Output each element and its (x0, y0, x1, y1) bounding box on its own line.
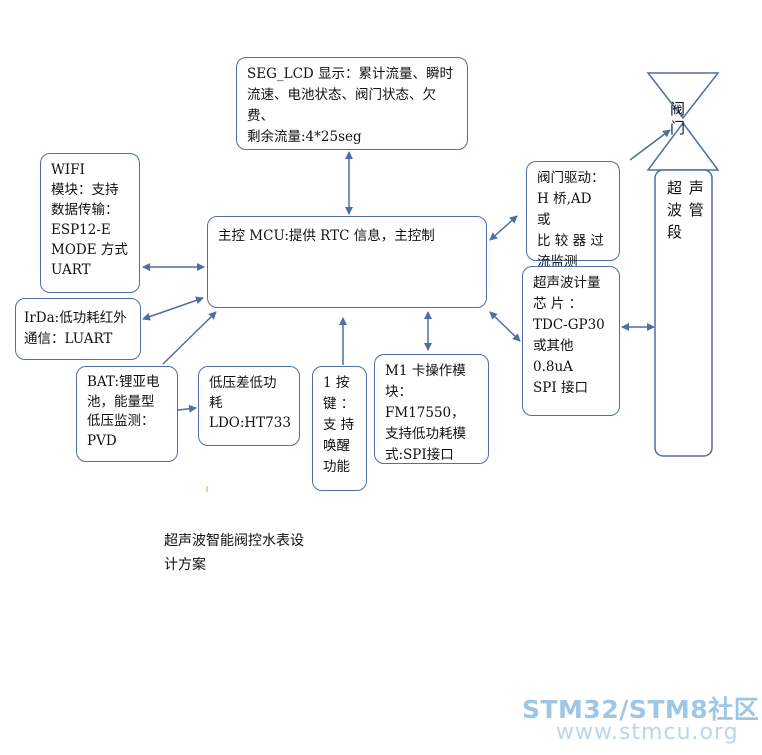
arrow-drive-valve (629, 129, 671, 161)
watermark-url: www.stmcu.org (556, 720, 739, 745)
valve-drive-box: 阀门驱动： H 桥,AD 或 比 较 器 过 流监测 (526, 161, 620, 270)
arrow-bat-mcu (162, 311, 217, 365)
ultrasonic-chip-box: 超声波计量 芯 片 ： TDC-GP30 或其他 0.8uA SPI 接口 (522, 266, 620, 416)
seg-lcd-box: SEG_LCD 显示：累计流量、瞬时 流速、电池状态、阀门状态、欠费、 剩余流量… (236, 57, 468, 150)
arrow-mcu-valve (489, 215, 518, 241)
valve-label: 阀 门 (670, 100, 686, 137)
arrow-bat-ldo (177, 404, 197, 413)
wifi-module-box: WIFI 模块：支持 数据传输： ESP12-E MODE 方式 UART (40, 153, 140, 293)
arrow-mcu-ultrasonic (489, 311, 521, 342)
m1-card-box: M1 卡操作模 块：FM17550， 支持低功耗模 式:SPI接口 (374, 354, 489, 464)
key-button-box: 1 按 键 ： 支 持 唤醒 功能 (312, 366, 367, 491)
battery-box: BAT:锂亚电 池，能量型 低压监测： PVD (76, 366, 178, 462)
watermark-logo: STM32/STM8社区 (522, 695, 760, 724)
pipe-label: 超 声 波 管 段 (667, 179, 705, 241)
arrow-irda-mcu (142, 296, 204, 321)
diagram-caption: 超声波智能阀控水表设 计方案 (164, 533, 304, 573)
valve-symbol (646, 72, 720, 171)
irda-box: IrDa:低功耗红外 通信：LUART (15, 298, 141, 360)
ldo-box: 低压差低功 耗 LDO:HT733 (198, 366, 300, 446)
pipe-section (654, 169, 713, 457)
main-mcu-box: 主控 MCU:提供 RTC 信息，主控制 (207, 216, 487, 308)
